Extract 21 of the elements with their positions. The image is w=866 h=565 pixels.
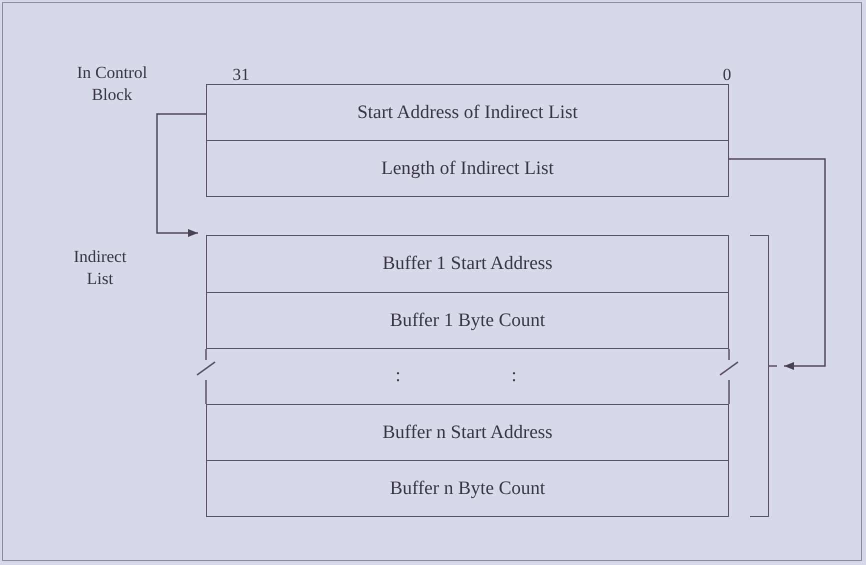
field-label: Buffer n Start Address bbox=[382, 422, 553, 444]
bracket bbox=[750, 235, 769, 517]
arrow bbox=[156, 113, 206, 237]
register-field bbox=[206, 235, 729, 293]
field-label: Buffer 1 Start Address bbox=[382, 253, 553, 275]
section-label: In Control Block bbox=[76, 62, 148, 106]
ellipsis-mark: : bbox=[395, 364, 401, 386]
ellipsis-mark: : bbox=[511, 364, 517, 386]
bit-number: 31 bbox=[232, 64, 250, 86]
field-label: Length of Indirect List bbox=[381, 158, 554, 180]
section-label: Indirect List bbox=[72, 246, 128, 290]
arrow bbox=[729, 158, 826, 370]
field-label: Buffer 1 Byte Count bbox=[390, 310, 546, 332]
field-label: Buffer n Byte Count bbox=[390, 478, 546, 500]
bit-number: 0 bbox=[722, 64, 732, 86]
register-field bbox=[206, 460, 729, 517]
field-label: Start Address of Indirect List bbox=[357, 102, 578, 124]
register-field bbox=[206, 292, 729, 349]
register-field bbox=[206, 404, 729, 461]
register-field bbox=[206, 84, 729, 141]
register-field bbox=[206, 140, 729, 197]
